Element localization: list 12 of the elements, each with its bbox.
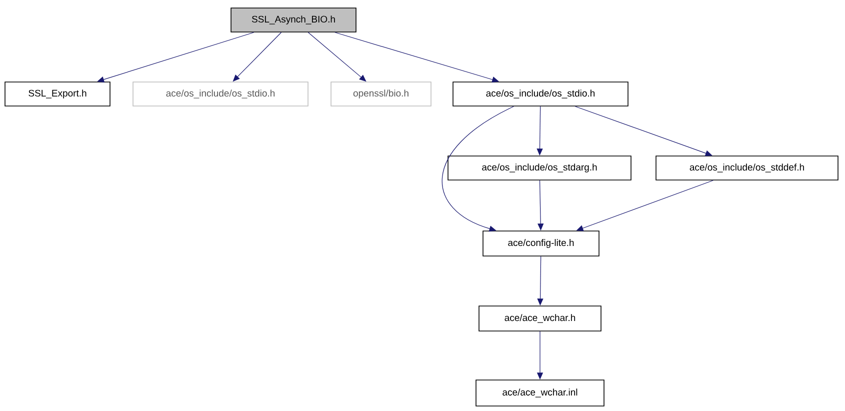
arrow <box>97 32 254 82</box>
file-box: SSL_Export.h <box>4 82 110 106</box>
file-box: ace/os_include/os_stddef.h <box>656 156 838 180</box>
file-box: ace/os_include/os_stdio.h <box>132 82 308 106</box>
file-box: ace/os_include/os_stdio.h <box>452 82 628 106</box>
file-box: ace/os_include/os_stdarg.h <box>448 156 632 180</box>
file-box: SSL_Asynch_BIO.h <box>230 8 356 32</box>
file-box: ace/ace_wchar.h <box>478 306 602 332</box>
file-box: openssl/bio.h <box>330 82 432 106</box>
arrow <box>442 106 514 232</box>
file-box: ace/config-lite.h <box>482 230 600 256</box>
file-box: ace/ace_wchar.inl <box>476 380 604 406</box>
